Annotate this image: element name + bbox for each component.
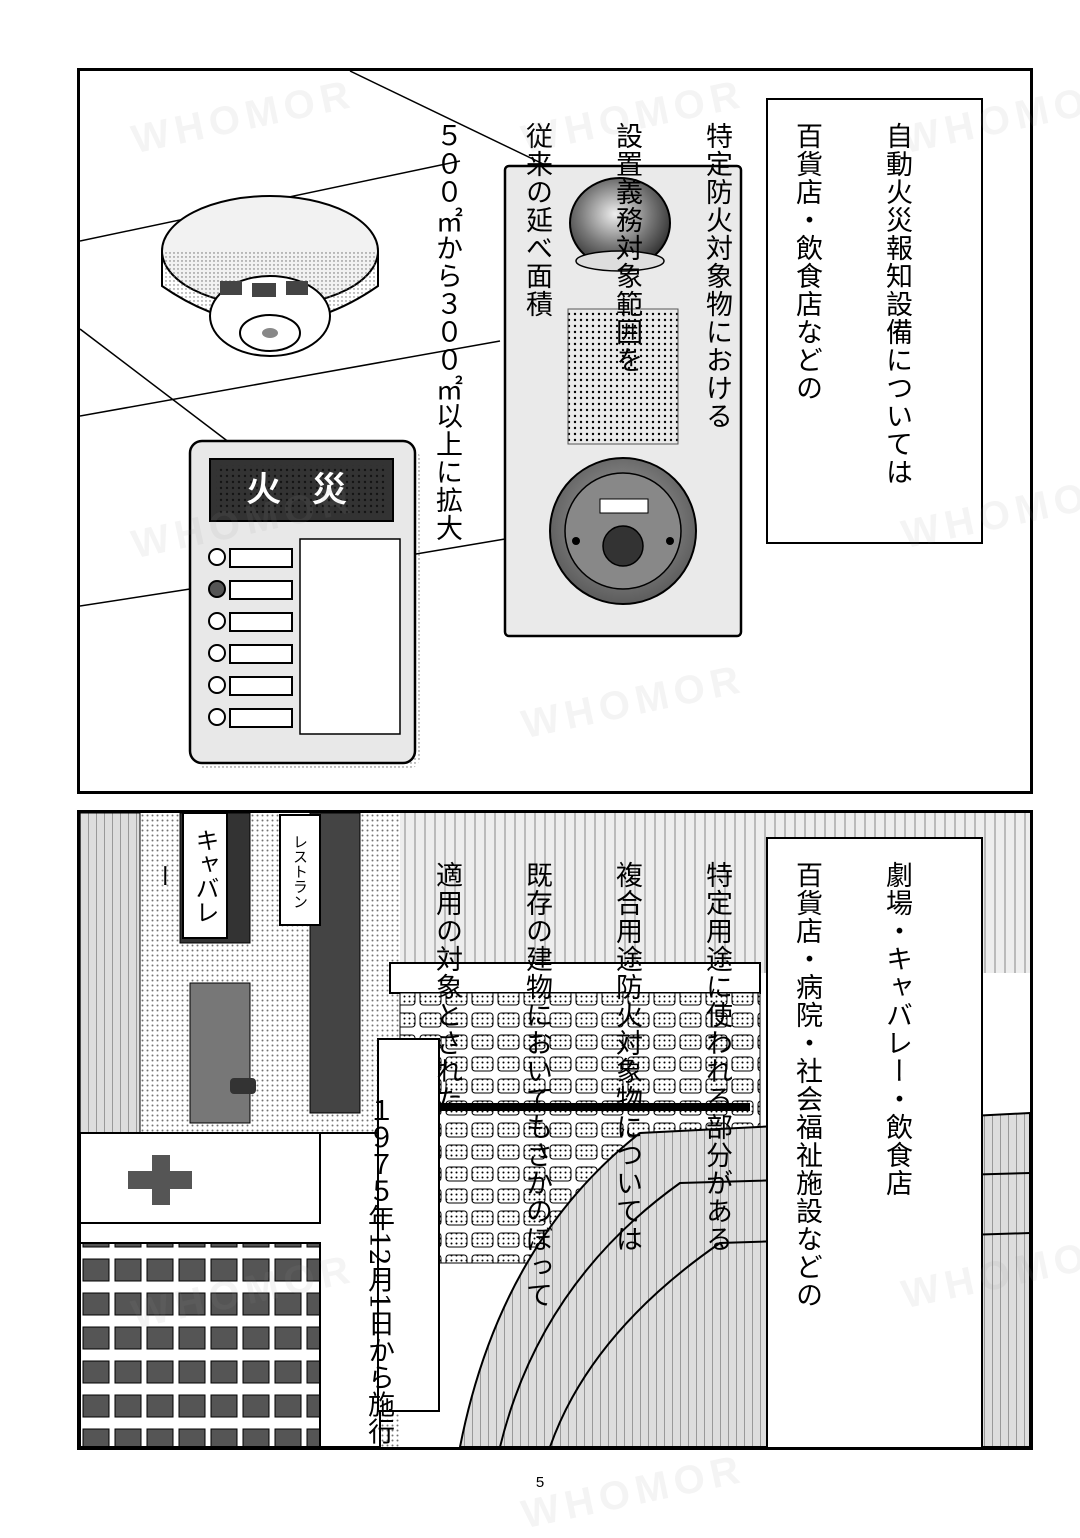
caption-2-col-4: 複合用途防火対象物については [611, 861, 642, 1253]
fire-receiver-panel-icon [188, 439, 420, 769]
indicator-lamp-icon [208, 612, 226, 630]
alarm-bell-panel-icon [503, 164, 743, 638]
indicator-lamp-icon [208, 708, 226, 726]
caption-2-col-1: 劇場・キャバレー・飲食店 [881, 861, 912, 1197]
restaurant-sign: レストラン [281, 821, 319, 921]
indicator-lamp-icon [208, 676, 226, 694]
smoke-detector-icon [161, 195, 379, 357]
zone-label-plate [229, 580, 293, 600]
indicator-lamp-icon [208, 580, 226, 598]
caption-box-1: 自動火災報知設備については 百貨店・飲食店などの 特定防火対象物における 設置義… [431, 98, 983, 544]
zone-label-plate [229, 644, 293, 664]
cabaret-sign-text: キャバレー [149, 828, 219, 924]
zone-label-plate [229, 548, 293, 568]
caption-1-col-5: 従来の延べ面積 [521, 122, 552, 318]
fire-display-text: 火 災 [246, 470, 357, 510]
restaurant-sign-text: レストラン [291, 833, 309, 909]
receiver-panel-display: 火 災 [213, 464, 390, 516]
date-caption-text: １９７５年12月1日から施行 [363, 1096, 394, 1445]
caption-box-2: 劇場・キャバレー・飲食店 百貨店・病院・社会福祉施設などの 特定用途に使われる部… [431, 837, 983, 1447]
watermark: WHOMOR [517, 1446, 750, 1538]
caption-1-col-1: 自動火災報知設備については [881, 122, 912, 486]
caption-1-col-3: 特定防火対象物における [701, 122, 732, 430]
caption-2-col-6: 適用の対象とされた [431, 861, 462, 1113]
zone-label-plate [229, 676, 293, 696]
caption-1-col-6: ５００㎡から３００㎡以上に拡大 [431, 122, 462, 542]
indicator-lamp-icon [208, 644, 226, 662]
panel-1: 火 災 自動火災報知設備については 百貨店・飲食店などの 特定防火対象物における… [77, 68, 1033, 794]
cabaret-sign: キャバレー [149, 817, 226, 935]
zone-label-plate [229, 612, 293, 632]
zone-label-plate [229, 708, 293, 728]
date-caption-box: １９７５年12月1日から施行 [363, 1038, 440, 1445]
fire-alarm-illustration [80, 71, 743, 769]
page-number: 5 [535, 1474, 545, 1491]
panel-2: キャバレー レストラン １９７５年12月1日から施行 劇場・キャバレー・飲食店 … [77, 810, 1033, 1450]
caption-2-col-5: 既存の建物においてもさかのぼって [521, 861, 552, 1309]
caption-1-col-4: 設置義務対象範囲を [611, 122, 642, 374]
caption-1-col-2: 百貨店・飲食店などの [791, 122, 822, 402]
caption-2-col-2: 百貨店・病院・社会福祉施設などの [791, 861, 822, 1309]
indicator-lamp-icon [208, 548, 226, 566]
caption-2-col-3: 特定用途に使われる部分がある [701, 861, 732, 1253]
